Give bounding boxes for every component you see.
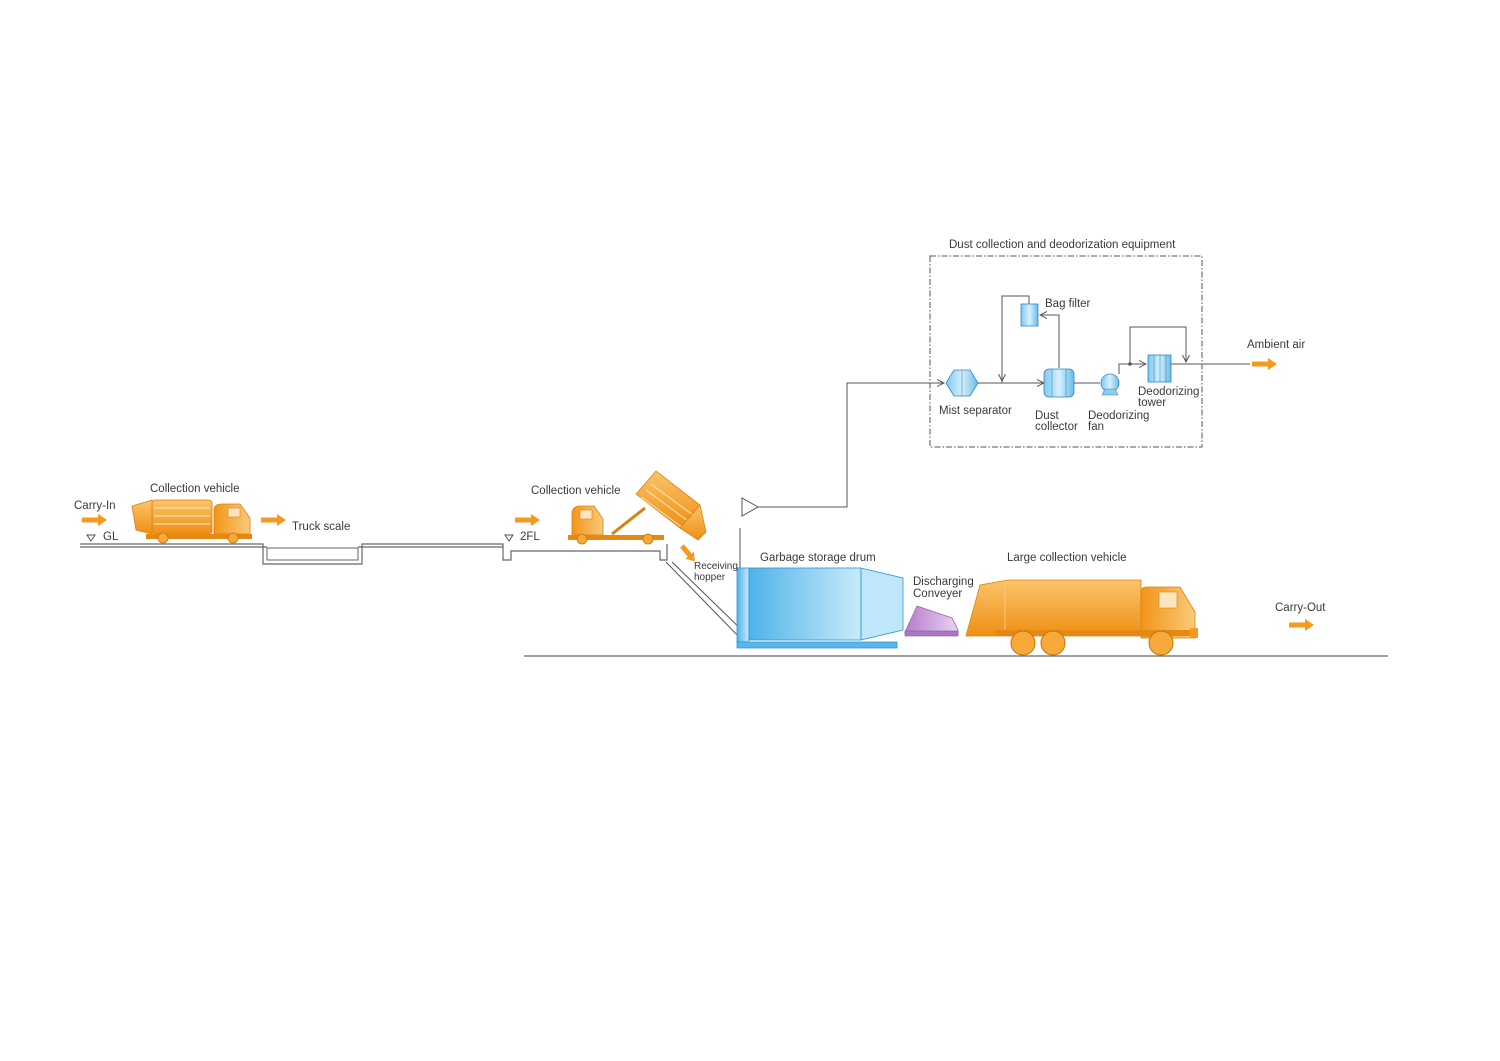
bag-filter bbox=[1020, 303, 1039, 327]
into-hopper-arrow-icon bbox=[680, 544, 695, 562]
dust-collector-label-line2: collector bbox=[1035, 421, 1078, 433]
2fl-triangle-icon bbox=[504, 534, 514, 542]
bag-filter-label: Bag filter bbox=[1045, 298, 1091, 310]
discharging-conveyer bbox=[904, 605, 959, 637]
carry-out-label: Carry-Out bbox=[1275, 602, 1326, 614]
ground-level-floor bbox=[80, 543, 668, 565]
garbage-storage-drum bbox=[736, 528, 904, 649]
deodorizing-tower-label-line1: Deodorizing bbox=[1138, 386, 1199, 398]
collection-vehicle-2 bbox=[568, 470, 707, 545]
ambient-air-label: Ambient air bbox=[1247, 339, 1305, 351]
collection-vehicle-1-label: Collection vehicle bbox=[150, 483, 240, 495]
receiving-hopper-label-line1: Receiving bbox=[694, 561, 738, 572]
dust-equipment-title: Dust collection and deodorization equipm… bbox=[949, 239, 1176, 251]
deodorizing-tower bbox=[1147, 354, 1172, 383]
mist-separator bbox=[945, 369, 979, 397]
gl-label: GL bbox=[103, 531, 119, 543]
truck-scale-pit bbox=[266, 547, 359, 561]
deodorizing-fan bbox=[1100, 373, 1120, 396]
collection-vehicle-2-label: Collection vehicle bbox=[531, 485, 621, 497]
receiving-hopper-label-line2: hopper bbox=[694, 572, 726, 583]
large-collection-vehicle-label: Large collection vehicle bbox=[1007, 552, 1127, 564]
gl-level-marker: GL bbox=[86, 531, 119, 543]
dust-collector bbox=[1043, 368, 1075, 398]
deodorizing-fan-label-line1: Deodorizing bbox=[1088, 410, 1149, 422]
dust-collection-deodorization-equipment bbox=[929, 255, 1250, 448]
truck-scale-label: Truck scale bbox=[292, 521, 350, 533]
discharging-conveyer-label-line1: Discharging bbox=[913, 576, 974, 588]
large-collection-vehicle bbox=[965, 579, 1198, 656]
exhaust-duct bbox=[741, 383, 944, 517]
suction-hood-icon bbox=[741, 497, 760, 517]
collection-vehicle-1 bbox=[131, 499, 252, 544]
carry-in-arrow-icon bbox=[82, 514, 107, 526]
garbage-storage-drum-label: Garbage storage drum bbox=[760, 552, 876, 564]
gl-triangle-icon bbox=[86, 534, 96, 542]
carry-in-label: Carry-In bbox=[74, 500, 116, 512]
deodorizing-fan-label-line2: fan bbox=[1088, 421, 1104, 433]
2fl-label: 2FL bbox=[520, 531, 540, 543]
discharging-conveyer-label-line2: Conveyer bbox=[913, 588, 962, 600]
2fl-level-marker: 2FL bbox=[504, 531, 540, 543]
ambient-air-arrow-icon bbox=[1252, 358, 1277, 370]
deodorizing-tower-label-line2: tower bbox=[1138, 397, 1166, 409]
carry-out-arrow-icon bbox=[1289, 619, 1314, 631]
dust-collector-label-line1: Dust bbox=[1035, 410, 1059, 422]
hopper-chute bbox=[665, 561, 749, 641]
to-2fl-arrow-icon bbox=[515, 514, 540, 526]
mist-separator-label: Mist separator bbox=[939, 405, 1012, 417]
to-truck-scale-arrow-icon bbox=[261, 514, 286, 526]
